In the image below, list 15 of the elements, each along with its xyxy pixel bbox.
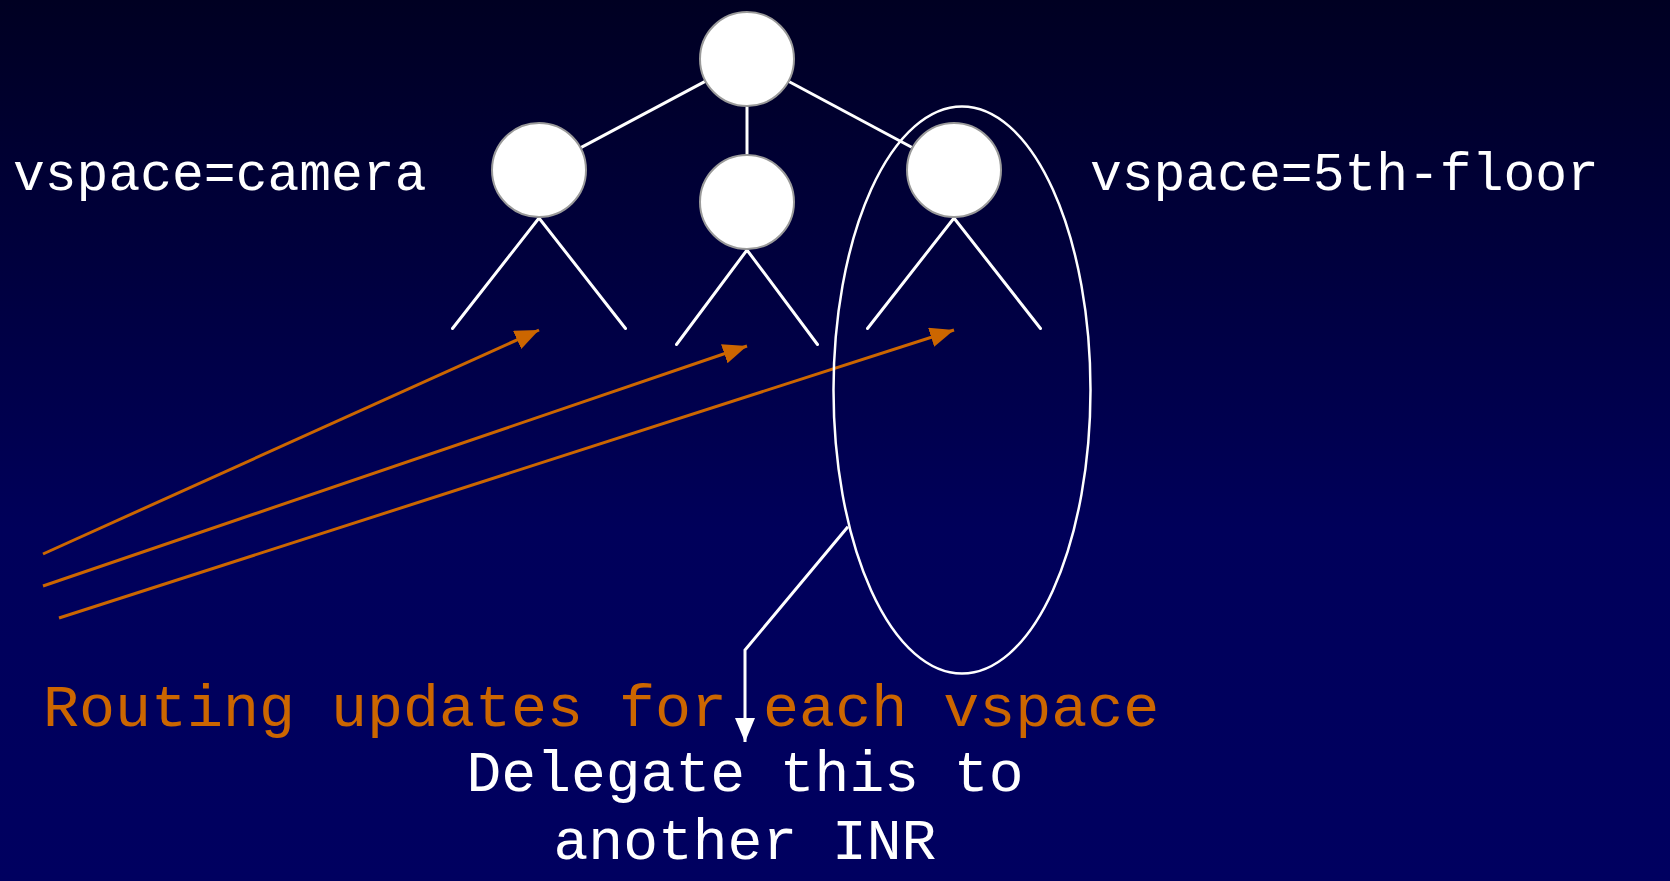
connector-line (788, 80, 913, 149)
vspace-label: vspace=camera (13, 150, 427, 203)
subtree-triangle (675, 250, 819, 346)
connector-line (580, 80, 706, 149)
connector-line (745, 107, 749, 154)
caption-text: Routing updates for each vspace (43, 680, 1160, 740)
arrow (735, 525, 850, 742)
subtree-triangle (866, 218, 1042, 330)
arrow (42, 328, 540, 556)
subtree-triangle (451, 218, 627, 330)
arrow (42, 344, 748, 588)
node-label: Delegate this to another INR (455, 742, 1035, 878)
ellipse-outline (832, 105, 1092, 675)
vspace-label: vspace=5th-floor (1090, 150, 1599, 203)
arrow (58, 327, 955, 620)
